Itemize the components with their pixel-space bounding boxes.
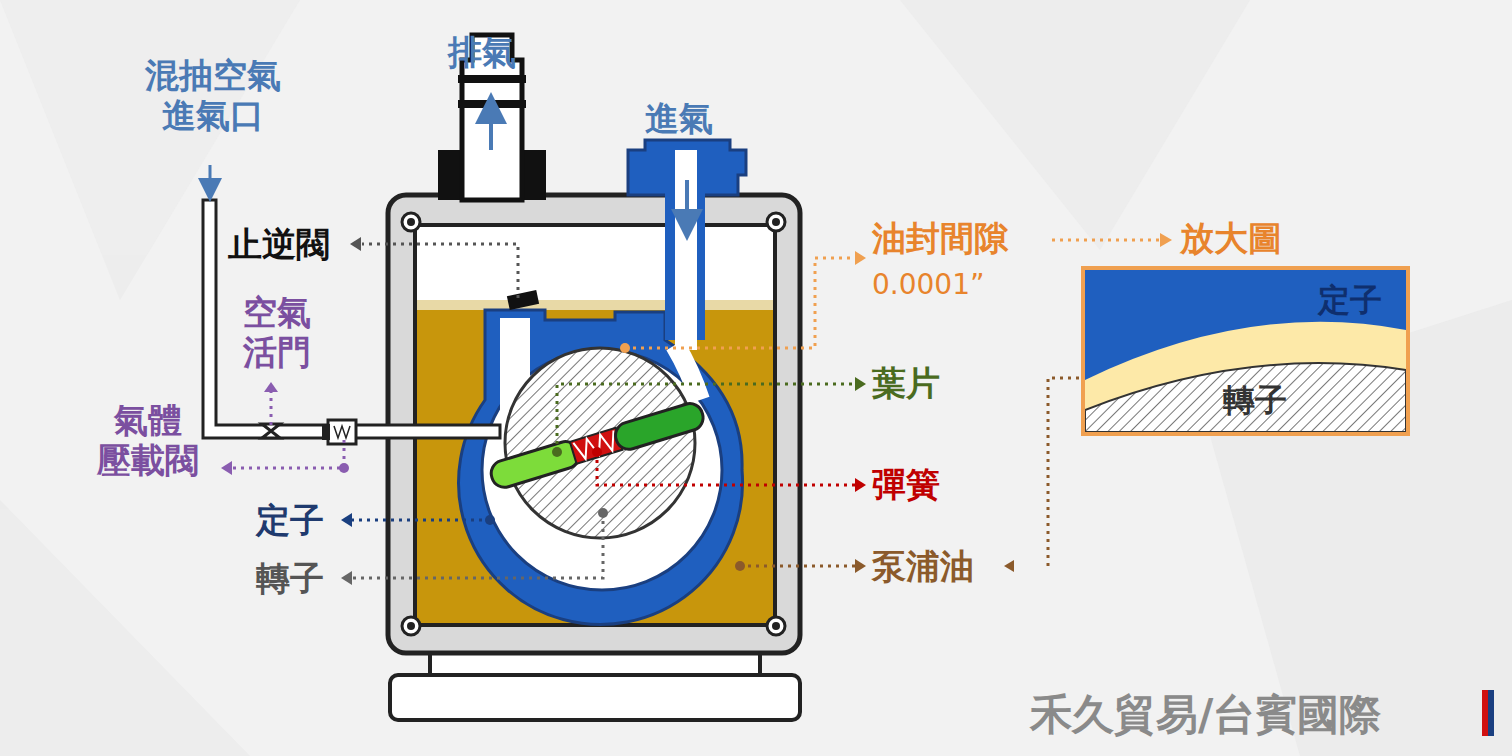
part-name: 葉片: [872, 363, 940, 403]
view-title: 放大圖: [1180, 218, 1282, 258]
part-name: 轉子: [256, 558, 324, 598]
intake-label: 進氣: [645, 98, 713, 138]
magnified-stator: 定子: [1318, 282, 1382, 320]
magnified-view: 定子轉子: [1083, 268, 1408, 434]
inlet-label: 混抽空氣 進氣口: [140, 55, 286, 135]
part-name: 定子: [256, 500, 324, 540]
part-name: 空氣 活門: [238, 292, 316, 372]
magnified-rotor: 轉子: [1223, 382, 1287, 420]
part-name: 氣體 壓載閥: [92, 400, 204, 480]
part-name: 止逆閥: [228, 224, 330, 264]
part-name: 油封間隙: [872, 218, 1008, 258]
watermark: 禾久貿易/台賓國際: [1030, 690, 1381, 740]
part-name: 彈簧: [872, 464, 940, 504]
dimension: 0.0001”: [872, 268, 984, 301]
part-name: 泵浦油: [872, 546, 974, 586]
exhaust-label: 排氣: [448, 32, 516, 72]
